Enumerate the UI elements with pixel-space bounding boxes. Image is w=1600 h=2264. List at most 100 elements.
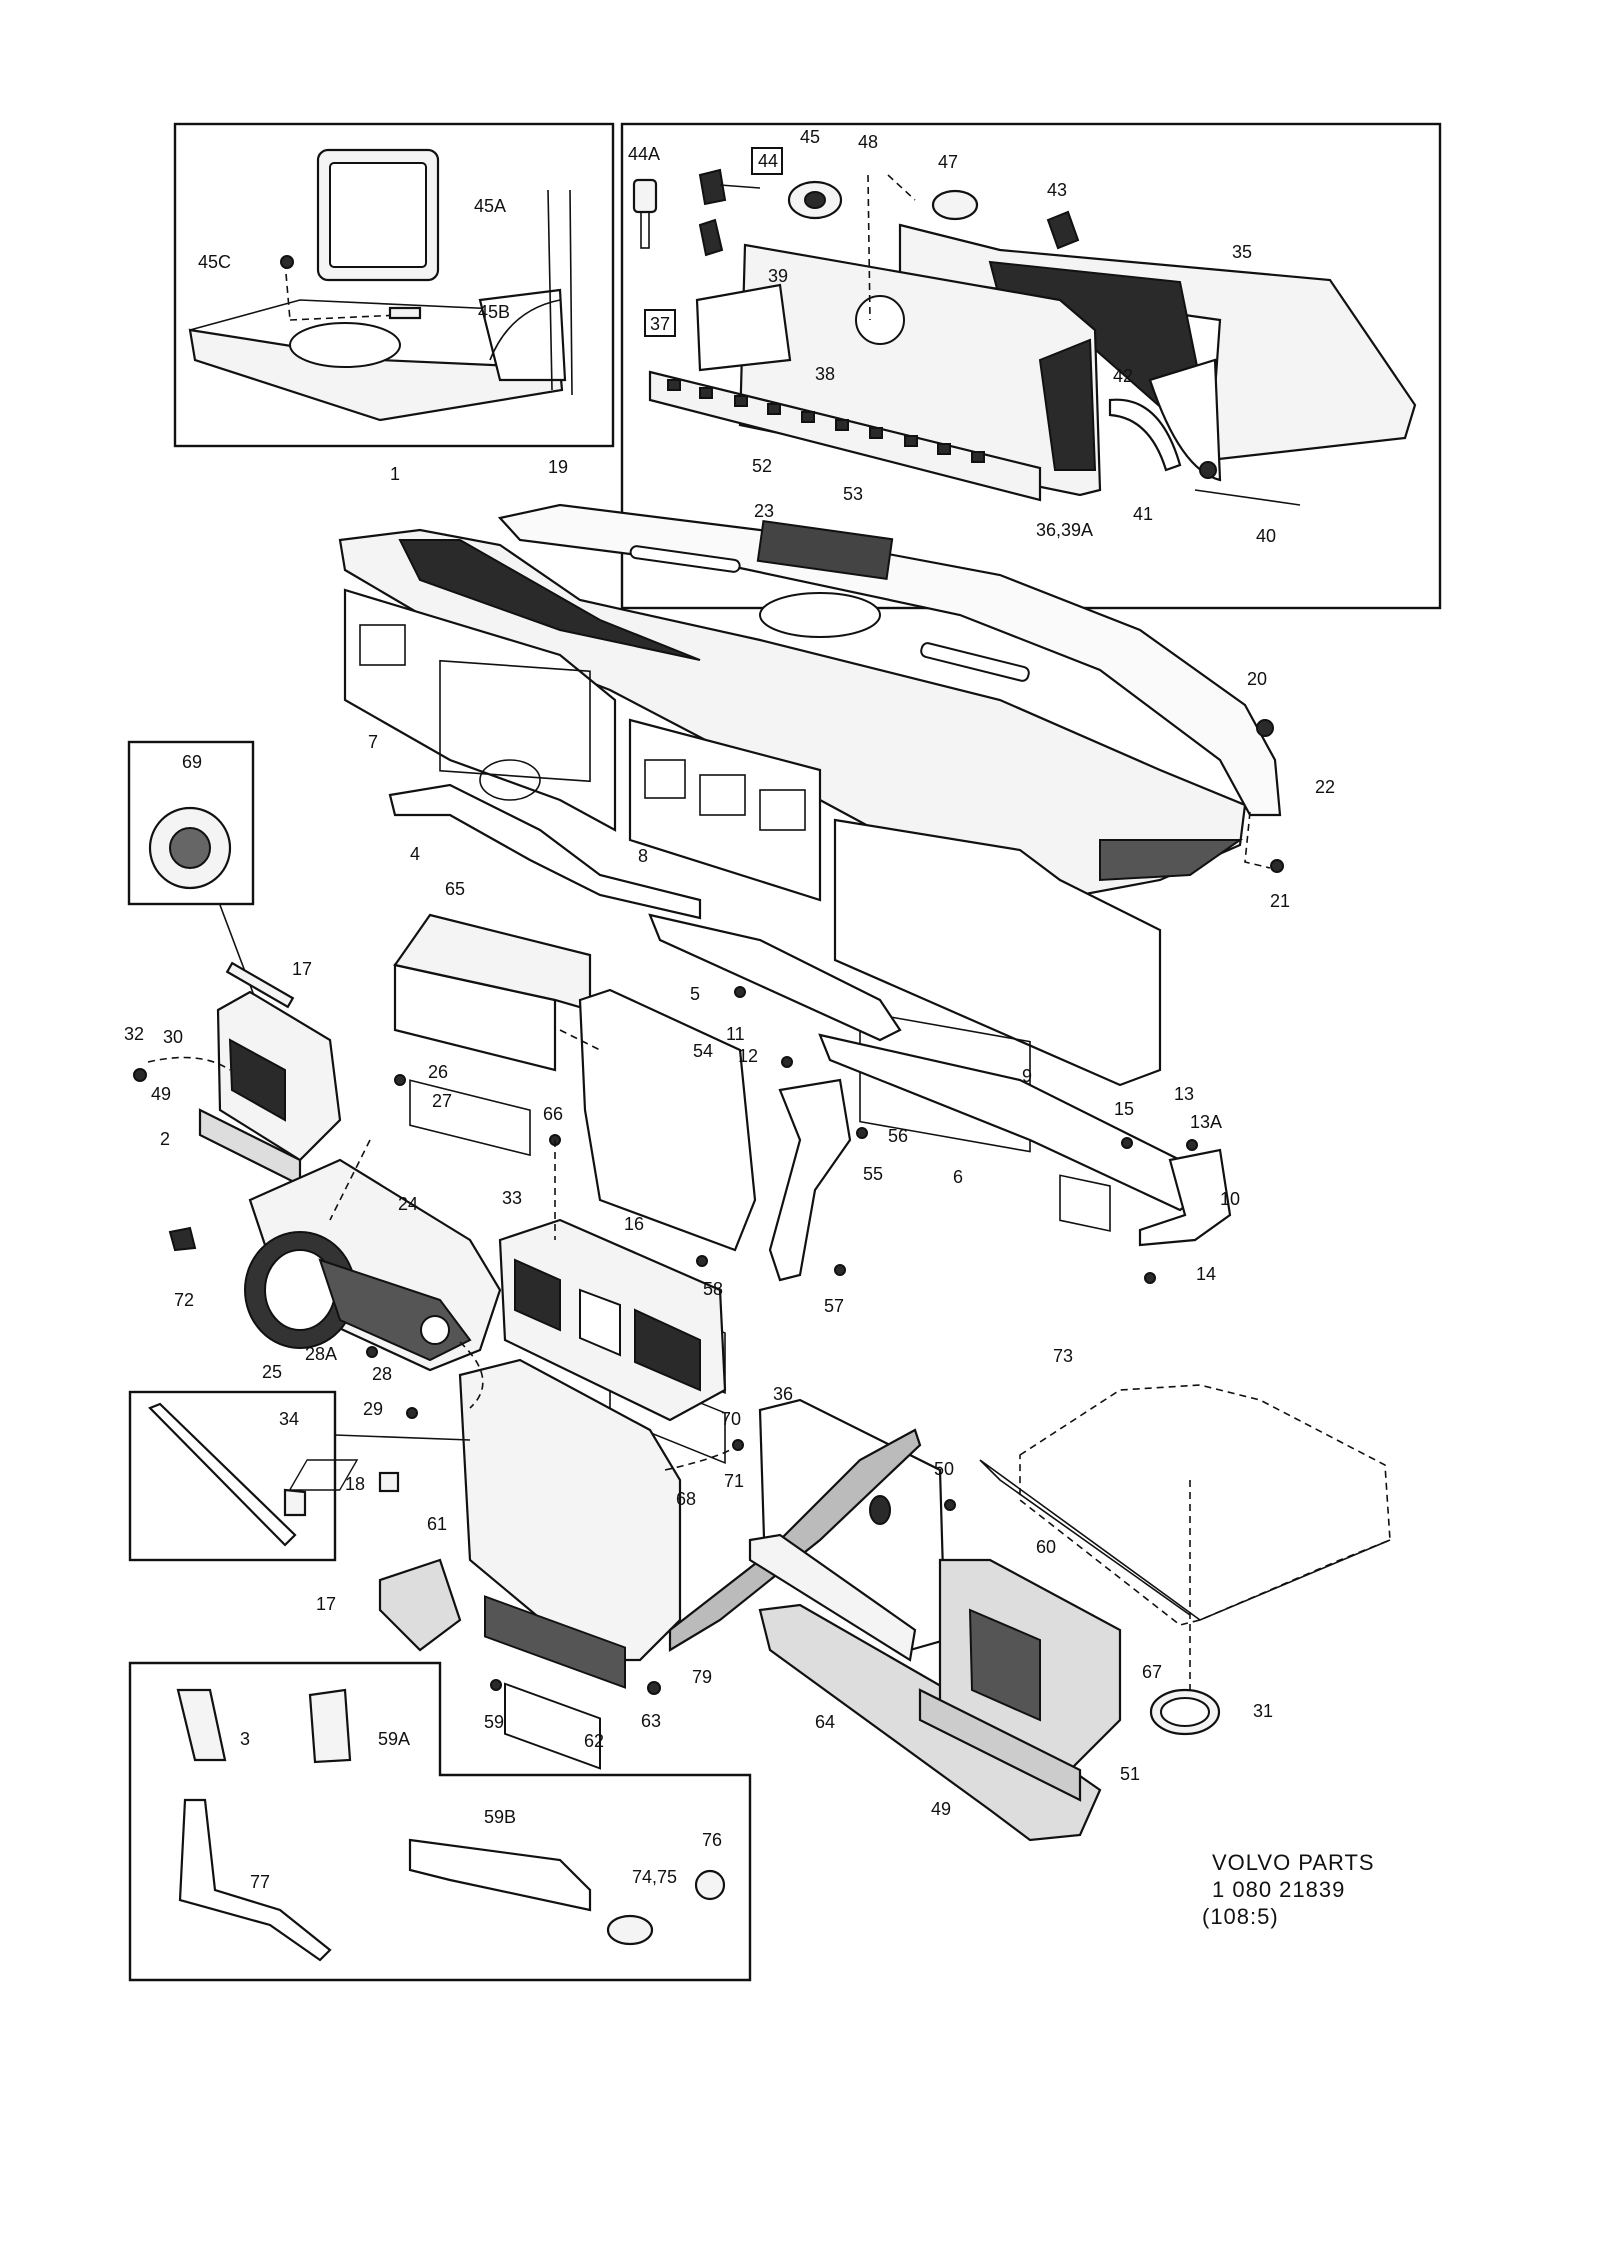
callout-label: 8 — [638, 846, 648, 866]
callout-label: 72 — [174, 1290, 194, 1310]
callout-label: 3 — [240, 1729, 250, 1749]
left-vent-30 — [198, 961, 342, 1187]
callout-label: 37 — [650, 314, 670, 334]
callout-label: 30 — [163, 1027, 183, 1047]
callout-label: 63 — [641, 1711, 661, 1731]
callout-label: 28A — [305, 1344, 337, 1364]
callout-label: 35 — [1232, 242, 1252, 262]
callout-label: 7 — [368, 732, 378, 752]
callout-label: 27 — [432, 1091, 452, 1111]
callout-label: 58 — [703, 1279, 723, 1299]
callout-label: 4 — [410, 844, 420, 864]
callout-label: 50 — [934, 1459, 954, 1479]
callout-label: 66 — [543, 1104, 563, 1124]
callout-label: 59 — [484, 1712, 504, 1732]
callout-label: 11 — [726, 1024, 745, 1044]
section-reference-text: (108:5) — [1202, 1904, 1279, 1929]
callout-label: 24 — [398, 1194, 418, 1214]
callout-label: 49 — [151, 1084, 171, 1104]
bracket-10 — [1138, 1148, 1232, 1247]
callout-label: 20 — [1247, 669, 1267, 689]
callout-label: 17 — [316, 1594, 336, 1614]
duct-24-25 — [244, 1158, 502, 1372]
callout-label: 31 — [1253, 1701, 1273, 1721]
callout-label: 32 — [124, 1024, 144, 1044]
callout-label: 16 — [624, 1214, 644, 1234]
callout-label: 45 — [800, 127, 820, 147]
brand-text: VOLVO PARTS — [1212, 1850, 1375, 1875]
fasteners — [133, 719, 1284, 1695]
knee-panel-59 — [668, 1428, 922, 1652]
callout-label: 56 — [888, 1126, 908, 1146]
callout-label: 71 — [724, 1471, 744, 1491]
callout-label: 68 — [676, 1489, 696, 1509]
callout-label: 15 — [1114, 1099, 1134, 1119]
dashboard-top-pad — [338, 503, 1282, 897]
callout-label: 48 — [858, 132, 878, 152]
callout-label: 47 — [938, 152, 958, 172]
callout-label: 43 — [1047, 180, 1067, 200]
callout-label: 49 — [931, 1799, 951, 1819]
callout-label: 73 — [1053, 1346, 1073, 1366]
callout-label: 65 — [445, 879, 465, 899]
callout-label: 36,39A — [1036, 520, 1093, 540]
bracket-4 — [388, 783, 702, 920]
callout-label: 41 — [1133, 504, 1153, 524]
callout-label: 55 — [863, 1164, 883, 1184]
callout-label: 14 — [1196, 1264, 1216, 1284]
center-vent-33 — [498, 1218, 727, 1422]
panel-7 — [343, 588, 617, 832]
callout-label: 23 — [754, 501, 774, 521]
switch-row — [667, 379, 985, 463]
callout-label: 38 — [815, 364, 835, 384]
inset-69 — [127, 740, 255, 906]
callout-label: 19 — [548, 457, 568, 477]
callout-label: 5 — [690, 984, 700, 1004]
callout-label: 45C — [198, 252, 231, 272]
callout-label: 44A — [628, 144, 660, 164]
callout-label: 33 — [502, 1188, 522, 1208]
callout-label: 39 — [768, 266, 788, 286]
callout-label: 10 — [1220, 1189, 1240, 1209]
callout-label: 53 — [843, 484, 863, 504]
callout-label: 45A — [474, 196, 506, 216]
inset-top-left — [173, 122, 615, 448]
box-65 — [393, 913, 592, 1157]
catalog-reference: VOLVO PARTS 1 080 21839 (108:5) — [1202, 1850, 1375, 1929]
inset-top-right — [620, 122, 1442, 610]
callout-label: 2 — [160, 1129, 170, 1149]
callout-label: 21 — [1270, 891, 1290, 911]
callout-label: 18 — [345, 1474, 365, 1494]
callout-label: 13 — [1174, 1084, 1194, 1104]
callout-label: 79 — [692, 1667, 712, 1687]
callout-label: 74,75 — [632, 1867, 677, 1887]
callout-label: 77 — [250, 1872, 270, 1892]
leader-lines — [147, 811, 1271, 1471]
callout-label: 61 — [427, 1514, 447, 1534]
inset-bottom-left — [128, 1661, 752, 1982]
callout-label: 64 — [815, 1712, 835, 1732]
part-number-text: 1 080 21839 — [1212, 1877, 1345, 1902]
callout-label: 78 — [0, 0, 20, 4]
callout-label: 17 — [292, 959, 312, 979]
callout-label: 69 — [182, 752, 202, 772]
right-vent-31 — [918, 1558, 1122, 1802]
callout-label: 44 — [758, 151, 778, 171]
callout-label: 9 — [1022, 1066, 1032, 1086]
inset-70-71 — [128, 1390, 337, 1562]
center-console-60 — [458, 1358, 682, 1770]
callout-label: 45B — [478, 302, 510, 322]
callout-label: 67 — [1142, 1662, 1162, 1682]
bracket-5 — [648, 913, 902, 1042]
callout-label: 12 — [738, 1046, 758, 1066]
callout-label: 26 — [428, 1062, 448, 1082]
callout-label: 36 — [773, 1384, 793, 1404]
callout-label: 6 — [953, 1167, 963, 1187]
callout-label: 25 — [262, 1362, 282, 1382]
panel-8 — [628, 718, 822, 902]
callout-label: 57 — [824, 1296, 844, 1316]
callout-label: 22 — [1315, 777, 1335, 797]
floor-mat-73 — [288, 1384, 1391, 1700]
